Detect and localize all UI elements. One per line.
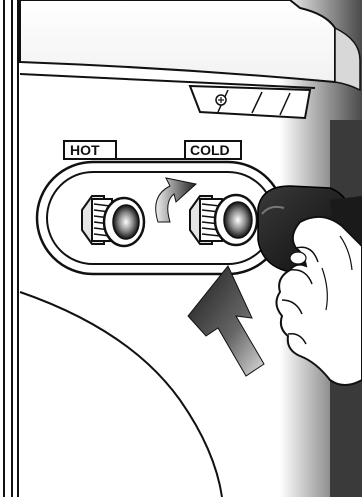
arrow-icon	[188, 266, 264, 376]
hot-inlet-icon	[82, 196, 144, 246]
hot-label-text: HOT	[70, 142, 100, 158]
cold-label-text: COLD	[190, 142, 230, 158]
top-panel	[20, 0, 360, 90]
cabinet-frame	[4, 0, 18, 497]
cold-inlet-icon	[190, 195, 257, 245]
cold-label: COLD	[116, 141, 241, 159]
hot-label: HOT	[64, 141, 116, 159]
door-outline	[20, 292, 222, 497]
mounting-bracket	[190, 86, 310, 118]
fingernail	[290, 252, 306, 264]
